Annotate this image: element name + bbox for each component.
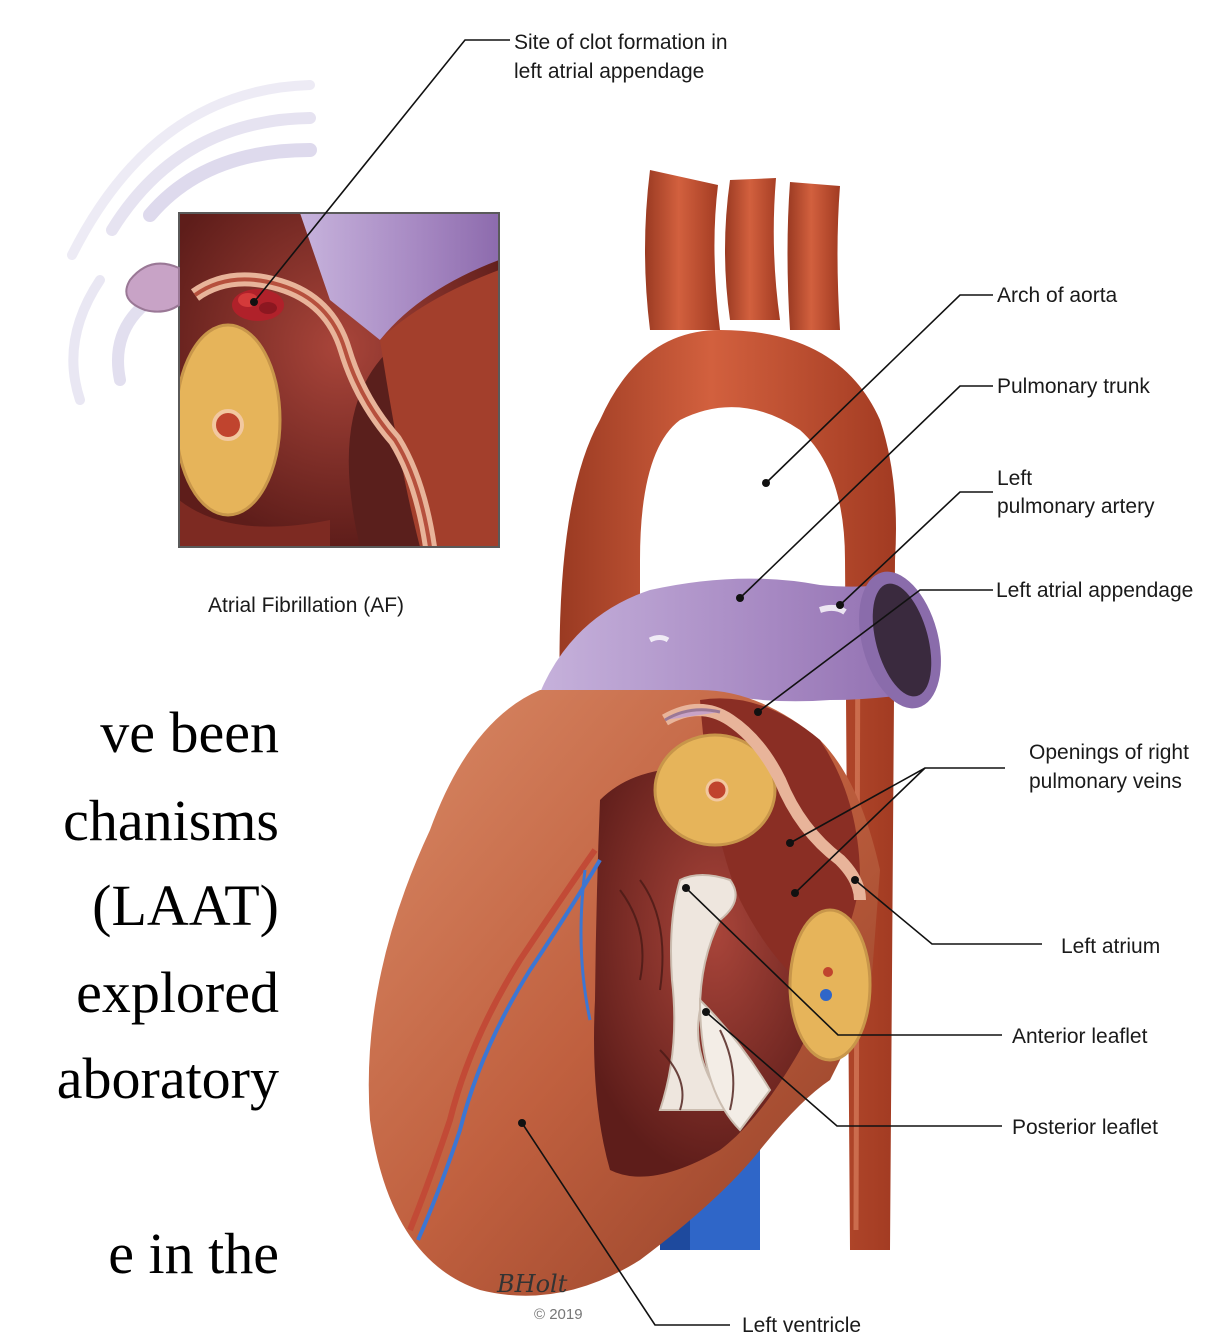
label-arch-of-aorta: Arch of aorta (997, 284, 1117, 308)
label-left-atrium: Left atrium (1061, 935, 1160, 959)
label-openings-right-pulmonary-veins-line2: pulmonary veins (1029, 770, 1182, 794)
copyright-text: © 2019 (534, 1306, 583, 1323)
label-posterior-leaflet: Posterior leaflet (1012, 1116, 1158, 1140)
label-left-pulmonary-artery-line2: pulmonary artery (997, 495, 1155, 519)
body-text-line-1: ve been (100, 702, 279, 764)
label-left-atrial-appendage: Left atrial appendage (996, 579, 1193, 603)
label-openings-right-pulmonary-veins-line1: Openings of right (1029, 741, 1189, 765)
body-text-line-5: aboratory (57, 1048, 279, 1110)
fat-pad-lower (790, 910, 870, 1060)
inset-panel (176, 213, 499, 547)
label-left-pulmonary-artery-line1: Left (997, 467, 1032, 491)
body-text-line-4: explored (76, 962, 279, 1024)
label-left-ventricle: Left ventricle (742, 1314, 861, 1338)
body-text-line-6: e in the (108, 1223, 279, 1285)
clot (232, 289, 284, 321)
body-text-line-2: chanisms (63, 790, 279, 852)
inset-caption: Atrial Fibrillation (AF) (208, 594, 404, 618)
artist-signature: BHolt (497, 1270, 567, 1298)
label-anterior-leaflet: Anterior leaflet (1012, 1025, 1147, 1049)
appendage-tip (126, 264, 179, 312)
aorta-branches (645, 170, 840, 330)
body-text-line-3: (LAAT) (92, 875, 279, 937)
label-clot-site-line1: Site of clot formation in (514, 31, 728, 55)
label-pulmonary-trunk: Pulmonary trunk (997, 375, 1150, 399)
label-clot-site-line2: left atrial appendage (514, 60, 704, 84)
